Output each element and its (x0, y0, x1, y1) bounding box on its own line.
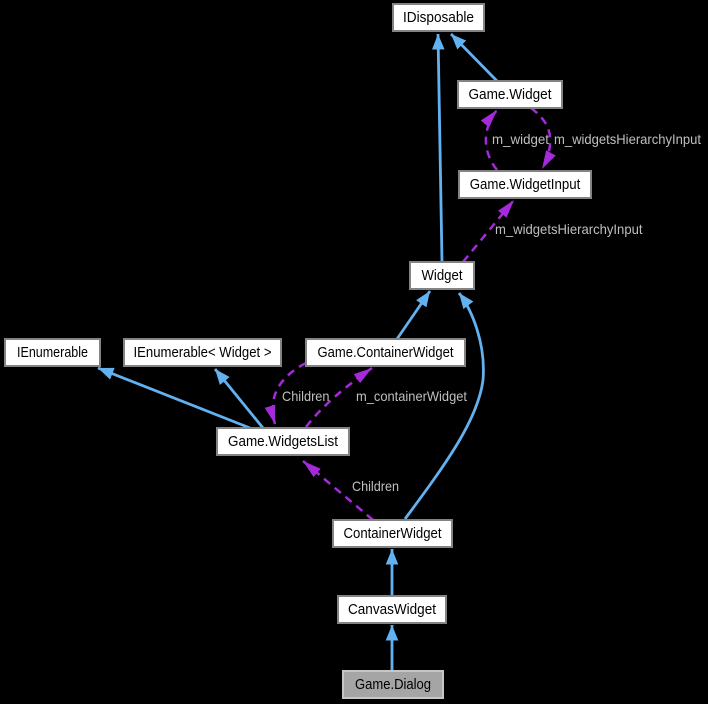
node-box-idisposable[interactable] (392, 3, 485, 32)
node-canvaswidget[interactable]: CanvasWidget (337, 595, 447, 624)
node-widget[interactable]: Widget (409, 261, 475, 290)
edge-label-children-bottom: Children (352, 478, 399, 494)
node-game-dialog[interactable]: Game.Dialog (342, 670, 444, 699)
edge-label-m-widget: m_widget (492, 131, 549, 147)
edge-widget-to-idisposable (431, 33, 445, 263)
node-label-widget: Widget (422, 267, 464, 284)
node-box-game-widgetinput[interactable] (458, 170, 592, 199)
edge-label-children-top: Children (282, 388, 330, 404)
node-game-widget[interactable]: Game.Widget (457, 80, 563, 109)
edge-gamecontainerwidget-to-widget (395, 290, 432, 340)
node-containerwidget[interactable]: ContainerWidget (332, 519, 453, 548)
node-label-canvaswidget: CanvasWidget (348, 601, 437, 618)
node-label-idisposable: IDisposable (403, 9, 474, 26)
node-label-game-widgetslist: Game.WidgetsList (228, 433, 339, 450)
node-box-game-widgetslist[interactable] (216, 427, 350, 456)
node-box-containerwidget[interactable] (332, 519, 453, 548)
node-ienumerable-widget[interactable]: IEnumerable< Widget > (123, 338, 282, 367)
node-ienumerable[interactable]: IEnumerable (4, 338, 101, 367)
inheritance-edges (97, 33, 499, 671)
node-label-ienumerable-widget: IEnumerable< Widget > (134, 344, 272, 361)
node-label-ienumerable: IEnumerable (17, 344, 88, 361)
node-idisposable[interactable]: IDisposable (392, 3, 485, 32)
edge-gamewidget-to-idisposable (449, 33, 499, 82)
node-label-game-containerwidget: Game.ContainerWidget (318, 344, 455, 361)
node-label-game-widget: Game.Widget (469, 86, 553, 103)
node-game-widgetinput[interactable]: Game.WidgetInput (458, 170, 592, 199)
node-box-game-containerwidget[interactable] (305, 338, 466, 367)
node-game-widgetslist[interactable]: Game.WidgetsList (216, 427, 350, 456)
node-box-game-dialog[interactable] (342, 670, 444, 699)
node-box-ienumerable-widget[interactable] (123, 338, 282, 367)
node-box-widget[interactable] (409, 261, 475, 290)
edge-label-m-widgets-hierarchy-input-mid: m_widgetsHierarchyInput (495, 221, 643, 237)
node-label-game-widgetinput: Game.WidgetInput (470, 176, 581, 193)
usage-edges (264, 107, 556, 521)
node-game-containerwidget[interactable]: Game.ContainerWidget (305, 338, 466, 367)
edge-label-m-container-widget: m_containerWidget (356, 388, 467, 404)
edge-gamewidgetslist-to-ienumerable (97, 366, 251, 430)
edge-gamewidgetslist-to-ienumerablewidget (213, 368, 265, 429)
edge-containerwidget-to-gamewidgetslist (302, 460, 374, 521)
node-box-ienumerable[interactable] (4, 338, 101, 367)
edge-labels: m_widget m_widgetsHierarchyInput m_widge… (282, 131, 701, 494)
edge-gamewidgetinput-to-gamewidget (480, 109, 498, 171)
edge-gamecontainerwidget-to-gamewidgetslist (264, 361, 307, 425)
node-box-canvaswidget[interactable] (337, 595, 447, 624)
edge-containerwidget-to-widget (403, 292, 485, 520)
node-label-game-dialog: Game.Dialog (355, 676, 431, 693)
edge-label-m-widgets-hierarchy-input-top: m_widgetsHierarchyInput (554, 131, 701, 147)
node-box-game-widget[interactable] (457, 80, 563, 109)
node-label-containerwidget: ContainerWidget (344, 525, 443, 542)
edge-gamewidget-to-gamewidgetinput (530, 107, 556, 170)
